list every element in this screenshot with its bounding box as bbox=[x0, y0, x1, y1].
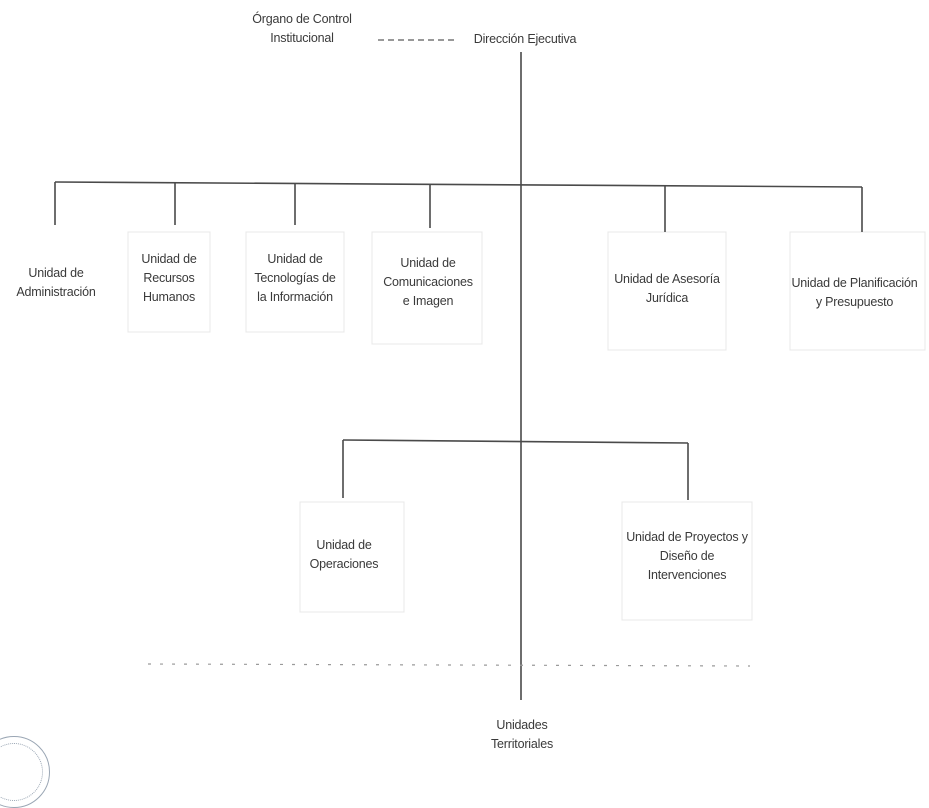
node-unidad-administracion: Unidad de Administración bbox=[16, 266, 96, 299]
ghost-box-recursos-humanos bbox=[127, 231, 211, 333]
node-unidad-tecnologias: Unidad de Tecnologías de la Información bbox=[254, 252, 336, 304]
node-direccion-ejecutiva: Dirección Ejecutiva bbox=[473, 32, 577, 46]
node-unidad-proyectos: Unidad de Proyectos y Diseño de Interven… bbox=[626, 530, 748, 582]
middle-horizontal-bus bbox=[342, 439, 689, 444]
node-unidad-recursos-humanos: Unidad de Recursos Humanos bbox=[141, 252, 197, 304]
node-unidad-asesoria-juridica: Unidad de Asesoría Jurídica bbox=[614, 272, 720, 305]
node-organo-control-institucional: Órgano de Control Institucional bbox=[252, 12, 352, 45]
dotted-coordination-line bbox=[147, 663, 751, 667]
ghost-box-planificacion bbox=[789, 231, 926, 351]
ghost-box-proyectos bbox=[621, 501, 753, 621]
top-horizontal-bus bbox=[54, 181, 863, 188]
ghost-box-operaciones bbox=[299, 501, 405, 613]
org-chart-connectors bbox=[54, 39, 926, 700]
ghost-box-asesoria bbox=[607, 231, 727, 351]
ghost-box-comunicaciones bbox=[371, 231, 483, 345]
node-unidad-operaciones: Unidad de Operaciones bbox=[309, 538, 379, 571]
node-unidad-comunicaciones: Unidad de Comunicaciones e Imagen bbox=[383, 256, 473, 308]
node-unidades-territoriales: Unidades Territoriales bbox=[491, 718, 553, 751]
node-unidad-planificacion: Unidad de Planificación y Presupuesto bbox=[791, 276, 918, 309]
ghost-box-tecnologias bbox=[245, 231, 345, 333]
